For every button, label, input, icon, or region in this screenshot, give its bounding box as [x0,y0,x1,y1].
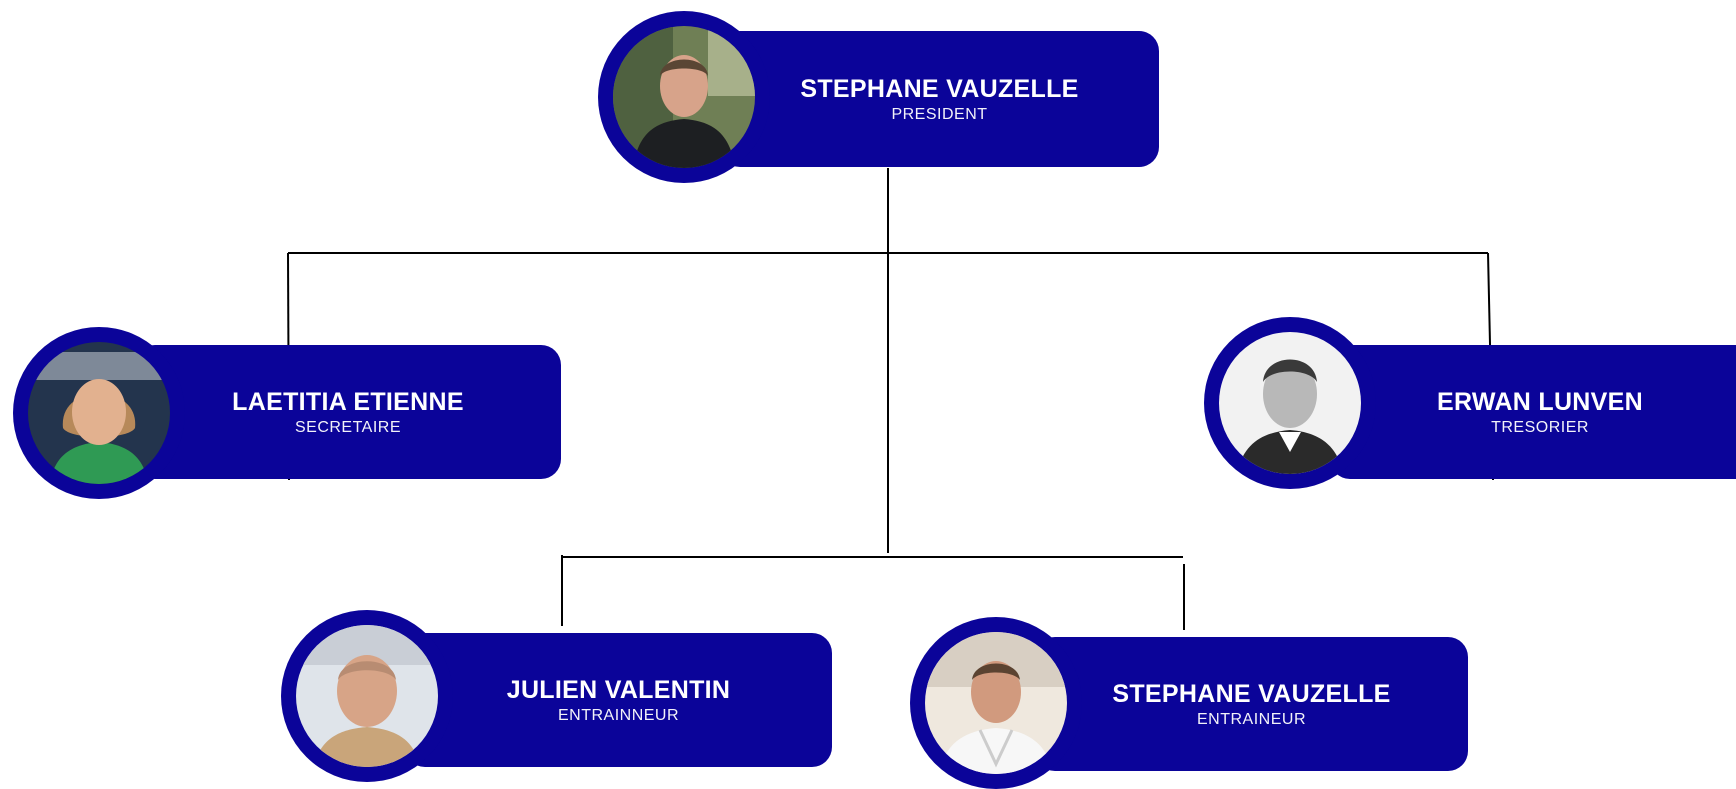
avatar [281,610,453,782]
member-name: JULIEN VALENTIN [506,675,731,704]
member-name: ERWAN LUNVEN [1437,387,1643,416]
member-card: LAETITIA ETIENNE SECRETAIRE [135,345,561,479]
member-name: STEPHANE VAUZELLE [800,74,1079,103]
member-role: PRESIDENT [891,105,988,123]
person-photo-icon [925,632,1067,774]
avatar [13,327,185,499]
member-name: LAETITIA ETIENNE [232,387,464,416]
avatar [910,617,1082,789]
member-role: ENTRAINEUR [1196,710,1306,728]
member-role: ENTRAINNEUR [557,706,680,724]
member-name: STEPHANE VAUZELLE [1112,679,1391,708]
member-role: SECRETAIRE [294,418,402,436]
member-card: ERWAN LUNVEN TRESORIER [1330,345,1736,479]
person-photo-icon [1219,332,1361,474]
person-photo-icon [28,342,170,484]
member-card: JULIEN VALENTIN ENTRAINNEUR [405,633,832,767]
person-photo-icon [613,26,755,168]
member-card: STEPHANE VAUZELLE PRESIDENT [720,31,1159,167]
avatar [1204,317,1376,489]
avatar [598,11,770,183]
person-photo-icon [296,625,438,767]
member-role: TRESORIER [1491,418,1589,436]
member-card: STEPHANE VAUZELLE ENTRAINEUR [1035,637,1468,771]
